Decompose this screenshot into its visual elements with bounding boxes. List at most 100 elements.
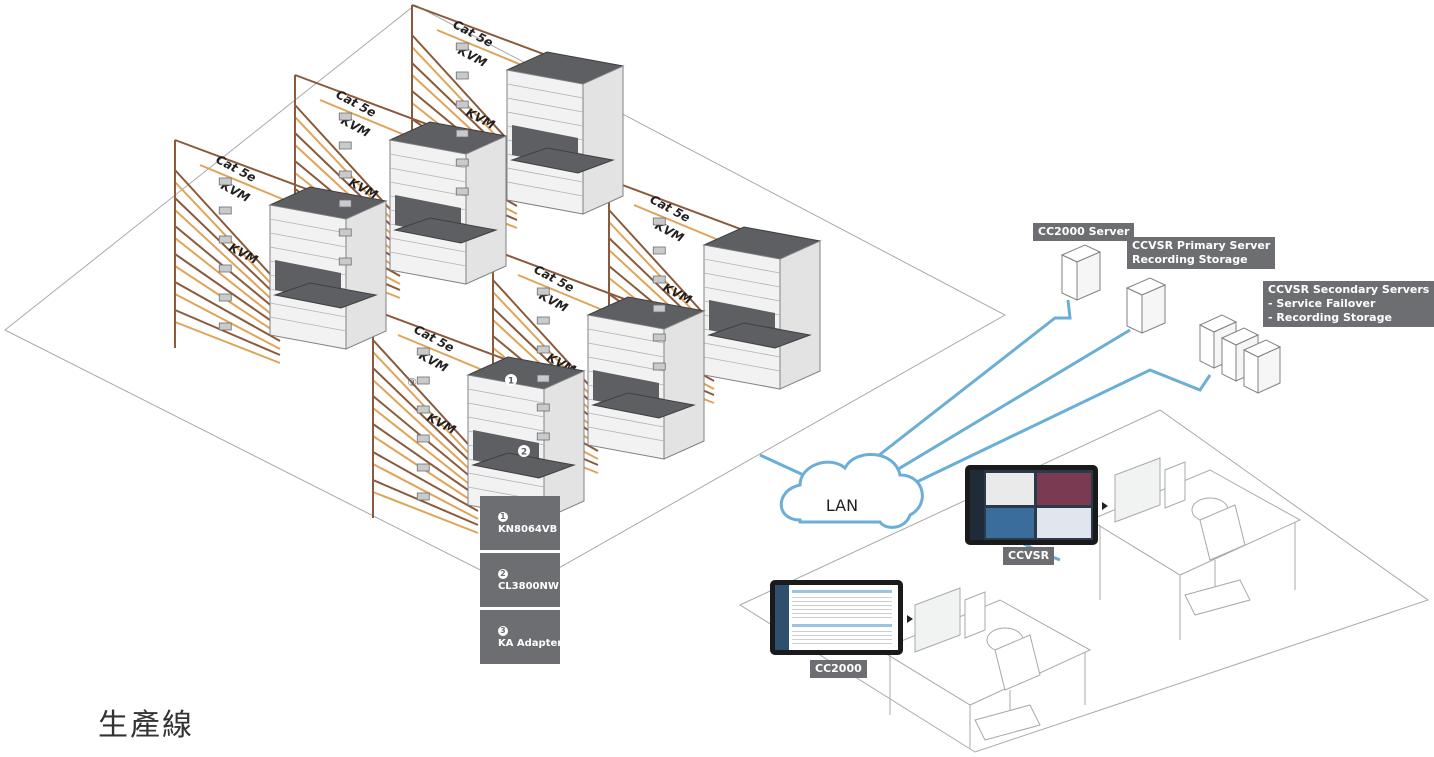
adapter-layer (218, 42, 666, 501)
ka-adapter-icon (416, 492, 430, 501)
lan-label: LAN (826, 496, 858, 515)
kvm-cable-line (174, 321, 281, 364)
server-rack (702, 226, 822, 390)
lcd-console-keyboard (393, 217, 498, 244)
ka-adapter-icon (455, 100, 469, 109)
rack-unit-line (467, 416, 545, 432)
ka-adapter-icon (652, 275, 666, 284)
rack-unit-line (389, 181, 467, 197)
rack-layer (268, 51, 822, 520)
rack-unit-line (506, 111, 584, 127)
ccvsr-secondary-servers-icon (1198, 314, 1282, 394)
cat5e-cable-line (174, 281, 281, 342)
ka-adapter-icon (416, 376, 430, 385)
legend-label: CL3800NW (497, 581, 559, 592)
ka-adapter-icon (338, 257, 352, 266)
legend-item-cl3800nw: 2 CL3800NW (480, 553, 560, 607)
cat5e-cable-line (608, 209, 715, 326)
rack-side (345, 200, 387, 350)
rack-unit-line (389, 167, 467, 183)
rack-unit-line (587, 412, 665, 428)
legend-num: 2 (497, 569, 508, 579)
kvm-cable-line (372, 463, 479, 520)
ka-adapter-icon (218, 322, 232, 331)
rack-side (663, 310, 705, 460)
ka-adapter-icon (652, 217, 666, 226)
ka-adapter-icon (338, 199, 352, 208)
rack-unit-line (389, 237, 467, 253)
cc2000-server-label: CC2000 Server (1033, 223, 1135, 241)
cat5e-cable-line (174, 309, 281, 356)
legend-label: KN8064VB (497, 524, 558, 535)
ka-adapter-icon (218, 264, 232, 273)
server-rack (268, 186, 388, 350)
cat5e-cable-line (411, 34, 518, 151)
ka-adapter-icon (652, 246, 666, 255)
kvm-cable-line (372, 379, 479, 478)
ka-adapter-icon (416, 434, 430, 443)
rack-unit-line (506, 83, 584, 99)
rack-unit-line (389, 251, 467, 267)
ka-adapter-icon (338, 228, 352, 237)
lcd-console-keyboard (707, 322, 812, 349)
ka-adapter-icon (416, 347, 430, 356)
kvm-cable-line (174, 293, 281, 350)
rack-unit-line (506, 97, 584, 113)
rack-unit-line (269, 232, 347, 248)
cc2000-server-icon (1060, 244, 1102, 301)
rack-unit-line (703, 286, 781, 302)
ka-adapter-icon (652, 304, 666, 313)
legend-num: 3 (497, 626, 508, 636)
rack-unit-line (703, 356, 781, 372)
ka-adapter-icon (416, 463, 430, 472)
cat5e-cable-line (174, 253, 281, 328)
kvm-cable-line (174, 237, 281, 322)
production-floor (4, 4, 1007, 591)
cc2000-monitor-screen (770, 580, 913, 655)
kvm-cable-line (174, 209, 281, 308)
ka-adapter-icon (218, 293, 232, 302)
ka-adapter-icon (218, 177, 232, 186)
rack-unit-line (269, 218, 347, 234)
ka-adapter-icon (218, 235, 232, 244)
rack-unit-line (587, 342, 665, 358)
server-rack (388, 121, 508, 285)
ccvsr-primary-server-icon (1125, 277, 1167, 334)
rack-unit-line (506, 167, 584, 183)
cat5e-cable-line (372, 367, 479, 470)
rack-unit-line (587, 426, 665, 442)
rack-unit-line (467, 388, 545, 404)
ka-adapter-icon (536, 432, 550, 441)
ka-adapter-icon (455, 71, 469, 80)
cc2000-workstation-desk (878, 587, 1092, 748)
ka-adapter-icon (536, 287, 550, 296)
rack-unit-line (389, 153, 467, 169)
ka-adapter-icon (455, 158, 469, 167)
rack-unit-line (703, 342, 781, 358)
ccvsr-monitor-screen (965, 465, 1108, 545)
server-rack (505, 51, 625, 215)
cat5e-cable-line (372, 339, 479, 456)
legend-label: KA Adapter (497, 638, 563, 649)
lan-cloud: LAN (779, 453, 924, 529)
lcd-console-keyboard (591, 392, 696, 419)
ccvsr-workstation-desk (1088, 457, 1302, 640)
legend-item-kn8064vb: 1 KN8064VB (480, 496, 560, 550)
rack-side (582, 65, 624, 215)
console-marker-2: 2 (518, 445, 530, 458)
rack-unit-line (506, 181, 584, 197)
lcd-console-keyboard (510, 147, 615, 174)
ccvsr-workstation-label: CCVSR (1003, 547, 1055, 565)
rack-unit-line (703, 258, 781, 274)
rack-unit-line (467, 472, 545, 488)
cat5e-cable-line (372, 423, 479, 498)
ka-adapter-icon (416, 405, 430, 414)
ka-adapter-icon (536, 345, 550, 354)
rack-side (779, 240, 821, 390)
ka-adapter-icon (338, 141, 352, 150)
adapter-marker-3: ③ (407, 376, 417, 389)
ka-adapter-icon (218, 206, 232, 215)
legend-num: 1 (497, 512, 508, 522)
kvm-cable-line (372, 407, 479, 492)
ka-adapter-icon (536, 316, 550, 325)
